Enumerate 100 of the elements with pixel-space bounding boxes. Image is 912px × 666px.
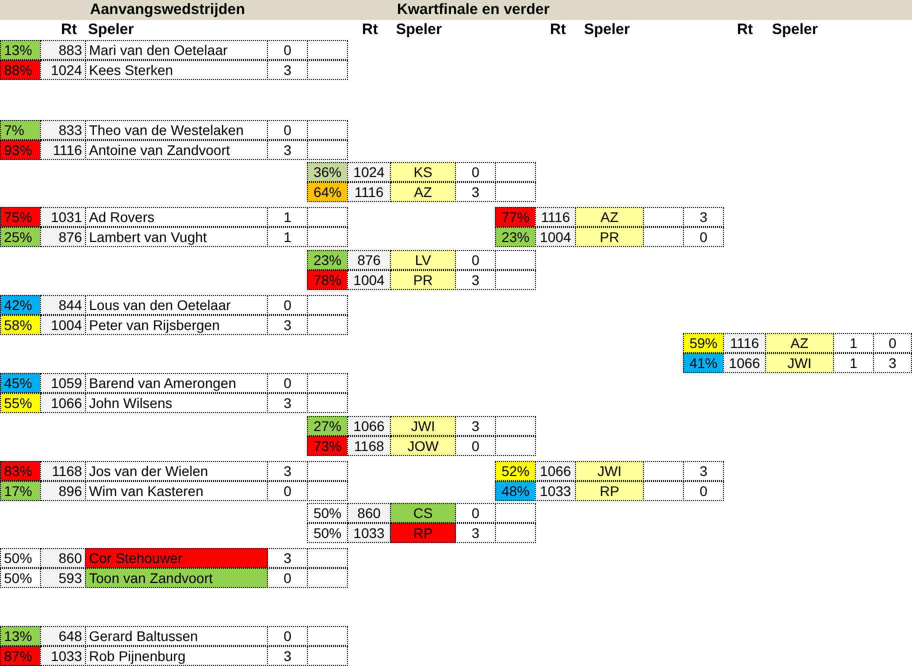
win-chance: 17%	[0, 481, 41, 501]
match-row	[0, 60, 348, 80]
win-chance: 88%	[0, 60, 41, 80]
player-name: JWI	[765, 353, 834, 373]
player-name: RP	[575, 481, 644, 501]
match-row	[307, 182, 536, 202]
rating: 883	[40, 40, 86, 60]
match-row	[307, 523, 536, 543]
match-row	[0, 373, 348, 393]
win-chance: 13%	[0, 626, 41, 646]
win-chance: 50%	[307, 523, 348, 543]
win-chance: 78%	[307, 270, 348, 290]
player-name: JOW	[390, 436, 456, 456]
score: 3	[455, 182, 496, 202]
win-chance: 87%	[0, 646, 41, 666]
win-chance: 27%	[307, 416, 348, 436]
rating: 1066	[723, 353, 766, 373]
match-row	[683, 353, 912, 373]
win-chance: 36%	[307, 162, 348, 182]
score: 3	[267, 461, 308, 481]
player-name: Mari van den Oetelaar	[85, 40, 268, 60]
score: 0	[267, 40, 308, 60]
score: 0	[267, 568, 308, 588]
score: 0	[267, 295, 308, 315]
player-name: CS	[390, 503, 456, 523]
score: 0	[267, 120, 308, 140]
win-chance: 50%	[0, 568, 41, 588]
match-row	[0, 548, 348, 568]
player-name: Rob Pijnenburg	[85, 646, 268, 666]
match-row	[495, 207, 724, 227]
score: 3	[683, 207, 724, 227]
rating: 1116	[723, 333, 766, 353]
win-chance: 55%	[0, 393, 41, 413]
rating: 1116	[535, 207, 576, 227]
rating: 1066	[40, 393, 86, 413]
rating: 1033	[535, 481, 576, 501]
rating: 833	[40, 120, 86, 140]
player-name: Toon van Zandvoort	[85, 568, 268, 588]
rating: 1004	[347, 270, 391, 290]
win-chance: 41%	[683, 353, 724, 373]
score: 0	[267, 373, 308, 393]
score: 0	[683, 481, 724, 501]
rating: 1066	[347, 416, 391, 436]
score: 3	[455, 270, 496, 290]
match-row	[307, 270, 536, 290]
score: 3	[873, 353, 912, 373]
rating: 844	[40, 295, 86, 315]
match-row	[307, 416, 536, 436]
column-header: Rt	[61, 21, 77, 39]
player-name: JWI	[575, 461, 644, 481]
section-heading: Kwartfinale en verder	[397, 1, 550, 19]
player-name: JWI	[390, 416, 456, 436]
column-header: Speler	[88, 21, 134, 39]
match-row	[307, 436, 536, 456]
player-name: Gerard Baltussen	[85, 626, 268, 646]
rating: 1116	[347, 182, 391, 202]
rating: 1024	[347, 162, 391, 182]
match-row	[495, 227, 724, 247]
match-row	[0, 207, 348, 227]
rating: 876	[347, 250, 391, 270]
win-chance: 75%	[0, 207, 41, 227]
score: 1	[267, 207, 308, 227]
score: 3	[267, 548, 308, 568]
win-chance: 23%	[307, 250, 348, 270]
rating: 860	[347, 503, 391, 523]
rating: 1168	[347, 436, 391, 456]
rating: 1031	[40, 207, 86, 227]
win-chance: 45%	[0, 373, 41, 393]
score: 1	[833, 333, 874, 353]
player-name: KS	[390, 162, 456, 182]
rating: 1066	[535, 461, 576, 481]
score: 3	[455, 416, 496, 436]
player-name: Lambert van Vught	[85, 227, 268, 247]
player-name: Ad Rovers	[85, 207, 268, 227]
rating: 1116	[40, 140, 86, 160]
rating: 1033	[40, 646, 86, 666]
rating: 1004	[40, 315, 86, 335]
column-header: Speler	[772, 21, 818, 39]
score: 3	[683, 461, 724, 481]
win-chance: 59%	[683, 333, 724, 353]
win-chance: 50%	[0, 548, 41, 568]
score: 3	[267, 60, 308, 80]
score: 3	[267, 315, 308, 335]
win-chance: 25%	[0, 227, 41, 247]
match-row	[495, 461, 724, 481]
player-name: Antoine van Zandvoort	[85, 140, 268, 160]
score: 0	[455, 162, 496, 182]
player-name: Barend van Amerongen	[85, 373, 268, 393]
section-heading: Aanvangswedstrijden	[90, 1, 246, 19]
win-chance: 64%	[307, 182, 348, 202]
win-chance: 73%	[307, 436, 348, 456]
column-header: Speler	[396, 21, 442, 39]
player-name: Wim van Kasteren	[85, 481, 268, 501]
column-header: Rt	[737, 21, 753, 39]
player-name: Cor Stehouwer	[85, 548, 268, 568]
win-chance: 83%	[0, 461, 41, 481]
score: 3	[455, 523, 496, 543]
match-row	[0, 140, 348, 160]
win-chance: 50%	[307, 503, 348, 523]
score: 0	[683, 227, 724, 247]
